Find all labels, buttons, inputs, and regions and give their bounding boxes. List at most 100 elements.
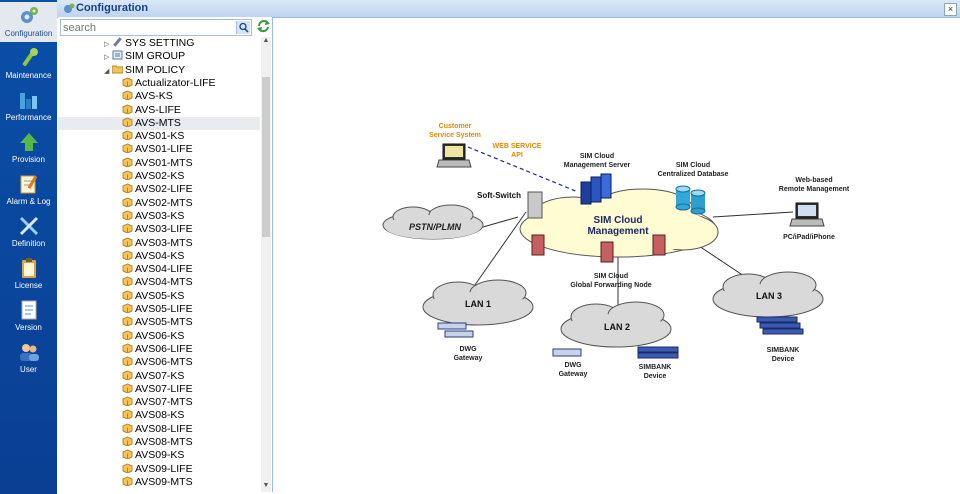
tree-policy-item[interactable]: AVS05-LIFE <box>122 303 193 316</box>
nav-maintenance[interactable]: Maintenance <box>0 44 57 84</box>
tree-policy-item[interactable]: AVS08-MTS <box>122 436 193 449</box>
package-icon <box>122 330 133 340</box>
tree-policy-item[interactable]: AVS03-LIFE <box>122 223 193 236</box>
users-icon <box>19 344 39 361</box>
dwg-gateway-icon <box>552 348 582 357</box>
tree-policy-item[interactable]: AVS03-MTS <box>122 237 193 250</box>
soft-switch-label: Soft-Switch <box>477 191 521 200</box>
tree-policy-item[interactable]: AVS06-LIFE <box>122 343 193 356</box>
tree-policy-item[interactable]: AVS09-MTS <box>122 476 193 489</box>
simbank-icon <box>637 346 679 359</box>
nav-version[interactable]: Version <box>0 296 57 336</box>
tree-policy-item[interactable]: AVS08-KS <box>122 409 184 422</box>
package-icon <box>122 143 133 154</box>
tree-policy-label: AVS04-KS <box>135 249 185 262</box>
tree-policy-item[interactable]: AVS04-MTS <box>122 276 193 289</box>
pc-label: PC/iPad/iPhone <box>783 234 835 241</box>
scroll-thumb[interactable] <box>262 77 270 237</box>
gears-icon <box>20 7 38 23</box>
tree-policy-item[interactable]: AVS04-LIFE <box>122 263 193 276</box>
nav-definition[interactable]: Definition <box>0 212 57 252</box>
nav-user[interactable]: User <box>0 338 57 378</box>
folder-open-icon <box>112 65 123 74</box>
nav-configuration[interactable]: Configuration <box>0 2 57 42</box>
tree-policy-item[interactable]: AVS01-KS <box>122 130 184 143</box>
tools-icon <box>19 216 38 236</box>
nav-alarm-log[interactable]: Alarm & Log <box>0 170 57 210</box>
package-icon <box>122 117 133 127</box>
tree-policy-label: AVS05-LIFE <box>135 303 193 315</box>
scroll-down-icon[interactable]: ▼ <box>262 482 270 489</box>
expand-icon[interactable]: ▷ <box>104 41 110 48</box>
close-button[interactable]: × <box>944 3 957 16</box>
tree-policy-item[interactable]: AVS09-KS <box>122 449 184 462</box>
expand-icon[interactable]: ▷ <box>104 54 110 62</box>
tree-policy-item[interactable]: AVS-MTS <box>58 116 260 130</box>
nav-label: License <box>14 281 43 290</box>
forwarding-servers-icon <box>531 234 666 263</box>
tree-policy-item[interactable]: AVS05-MTS <box>122 316 193 329</box>
tree-policy-item[interactable]: AVS02-MTS <box>122 197 193 210</box>
customer-service-label-2: Service System <box>429 132 481 139</box>
tree-policy-item[interactable]: AVS09-LIFE <box>122 463 193 476</box>
soft-switch-icon <box>527 191 543 219</box>
database-icon <box>675 185 706 215</box>
package-icon <box>122 210 133 220</box>
simbank1-label-2: Device <box>644 373 667 380</box>
refresh-icon[interactable] <box>257 19 270 33</box>
tree-policy-label: AVS06-MTS <box>135 356 193 369</box>
nav-provision[interactable]: Provision <box>0 128 57 168</box>
package-icon <box>122 303 133 313</box>
tree-folder[interactable]: ◢SIM POLICY <box>104 64 185 77</box>
tree-policy-item[interactable]: AVS05-KS <box>122 290 184 303</box>
tree-policy-item[interactable]: AVS07-KS <box>122 370 184 383</box>
clipboard-icon <box>21 258 36 278</box>
dwg2-label-2: Gateway <box>559 371 588 378</box>
package-icon <box>122 103 133 114</box>
tree-policy-label: AVS-KS <box>135 90 173 103</box>
tree-policy-item[interactable]: AVS06-KS <box>122 330 184 343</box>
nav-license[interactable]: License <box>0 254 57 294</box>
scroll-up-icon[interactable]: ▲ <box>262 37 270 44</box>
tree-policy-label: AVS06-KS <box>135 329 185 342</box>
document-icon <box>21 300 36 320</box>
tree-policy-item[interactable]: AVS02-KS <box>122 170 184 183</box>
tree-policy-item[interactable]: Actualizator-LIFE <box>122 77 216 90</box>
package-icon <box>122 223 133 234</box>
tree-policy-item[interactable]: AVS01-MTS <box>122 157 193 170</box>
tree-policy-item[interactable]: AVS04-KS <box>122 250 184 263</box>
tree-policy-item[interactable]: AVS-KS <box>122 90 173 103</box>
notepad-pen-icon <box>20 175 37 194</box>
collapse-icon[interactable]: ◢ <box>104 67 110 75</box>
tree-policy-item[interactable]: AVS01-LIFE <box>122 143 193 156</box>
cloud-label-line2: Management <box>587 226 649 237</box>
tree-policy-label: AVS09-MTS <box>135 475 193 488</box>
search-icon[interactable] <box>236 21 250 34</box>
tree-policy-item[interactable]: AVS07-LIFE <box>122 383 193 396</box>
mgmt-server-label-2: Management Server <box>564 162 631 169</box>
tree-policy-item[interactable]: AVS03-KS <box>122 210 184 223</box>
bar-chart-icon <box>19 93 37 109</box>
tree-policy-item[interactable]: AVS06-MTS <box>122 356 193 369</box>
tree-scrollbar[interactable]: ▲ ▼ <box>261 37 271 492</box>
tree-folder[interactable]: ▷SYS SETTING <box>104 37 194 50</box>
tree-policy-item[interactable]: AVS-LIFE <box>122 104 181 117</box>
nav-label: Version <box>15 323 42 332</box>
tree-policy-label: AVS04-LIFE <box>135 263 193 276</box>
tree-policy-item[interactable]: AVS07-MTS <box>122 396 193 409</box>
search-input[interactable] <box>61 20 237 35</box>
tree-policy-label: AVS03-LIFE <box>135 223 193 236</box>
package-icon <box>122 170 133 180</box>
tree-policy-item[interactable]: AVS08-LIFE <box>122 423 193 436</box>
tree-folder[interactable]: ▷SIM GROUP <box>104 50 185 63</box>
simbank2-label-1: SIMBANK <box>767 347 800 354</box>
package-icon <box>122 157 133 167</box>
tree-policy-label: AVS08-MTS <box>135 436 193 448</box>
tree-policy-label: AVS07-MTS <box>135 396 193 409</box>
tree-policy-label: AVS03-KS <box>135 209 185 222</box>
package-icon <box>122 197 133 207</box>
web-service-link <box>467 146 579 193</box>
nav-performance[interactable]: Performance <box>0 86 57 126</box>
tree-policy-item[interactable]: AVS02-LIFE <box>122 183 193 196</box>
forwarding-label-2: Global Forwarding Node <box>570 282 651 289</box>
